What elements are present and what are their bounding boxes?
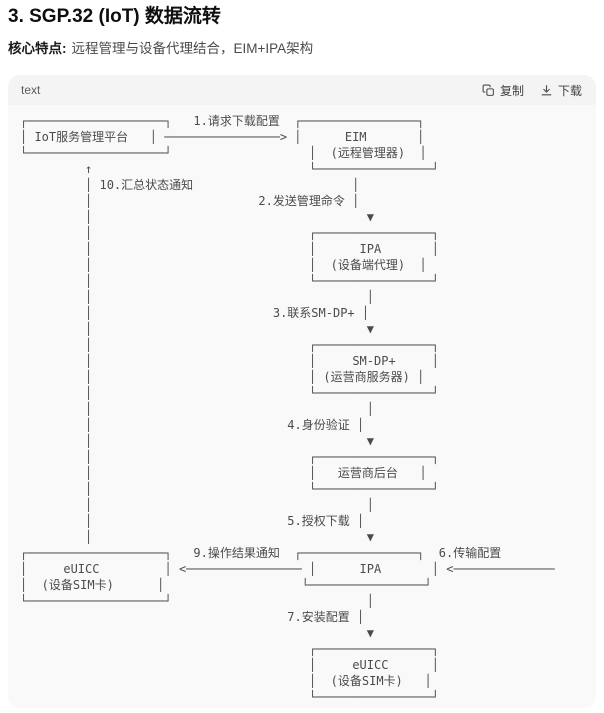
download-icon [540, 84, 553, 97]
code-block: text 复制 [8, 75, 596, 708]
key-feature-text: 远程管理与设备代理结合，EIM+IPA架构 [71, 41, 314, 56]
copy-icon [482, 84, 495, 97]
key-feature-label: 核心特点: [8, 41, 67, 56]
download-button-label: 下载 [557, 83, 582, 98]
key-feature-line: 核心特点: 远程管理与设备代理结合，EIM+IPA架构 [8, 40, 596, 57]
code-actions: 复制 下载 [482, 82, 582, 99]
code-block-body: ┌───────────────────┐ 1.请求下载配置 ┌────────… [8, 105, 596, 708]
code-language-label: text [21, 83, 41, 97]
sgp32-flow-diagram: ┌───────────────────┐ 1.请求下载配置 ┌────────… [20, 114, 555, 704]
code-block-header: text 复制 [8, 75, 596, 105]
copy-button[interactable]: 复制 [482, 82, 524, 99]
download-button[interactable]: 下载 [540, 82, 582, 99]
copy-button-label: 复制 [499, 83, 524, 98]
page-title: 3. SGP.32 (IoT) 数据流转 [8, 6, 221, 27]
